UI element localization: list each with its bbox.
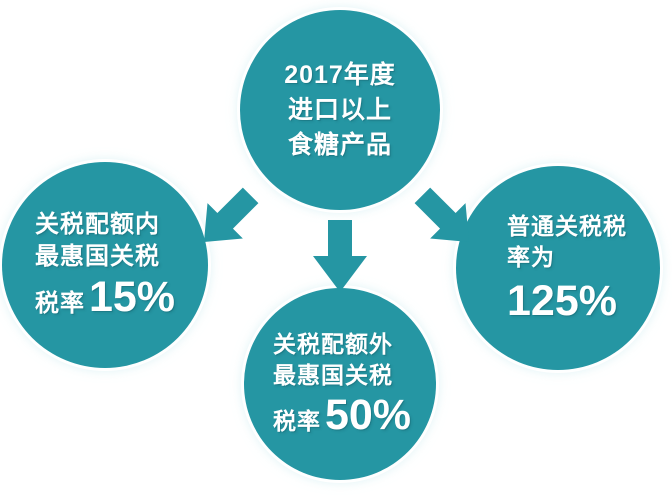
general-tariff-rate-value: 125% bbox=[507, 276, 617, 325]
arrow-down-left-icon bbox=[183, 178, 273, 258]
general-tariff-line-2: 率为 bbox=[507, 243, 555, 270]
source-line-2: 进口以上 bbox=[287, 95, 392, 124]
source-node: 2017年度 进口以上 食糖产品 bbox=[240, 10, 440, 210]
in-quota-line-1: 关税配额内 bbox=[34, 210, 160, 238]
general-tariff-node-text: 普通关税税 率为 125% bbox=[501, 211, 627, 326]
in-quota-rate-value: 15% bbox=[88, 272, 176, 321]
arrow-down-right-icon bbox=[400, 178, 490, 258]
in-quota-node: 关税配额内 最惠国关税 税率 15% bbox=[2, 162, 208, 368]
out-quota-rate-value: 50% bbox=[324, 390, 412, 439]
out-quota-node-text: 关税配额外 最惠国关税 税率 50% bbox=[269, 329, 411, 440]
out-quota-node: 关税配额外 最惠国关税 税率 50% bbox=[244, 288, 436, 480]
general-tariff-line-1: 普通关税税 bbox=[507, 212, 627, 239]
in-quota-rate-row: 税率 15% bbox=[34, 272, 176, 321]
in-quota-line-2: 最惠国关税 bbox=[34, 242, 160, 270]
source-node-text: 2017年度 进口以上 食糖产品 bbox=[284, 58, 396, 163]
general-tariff-node: 普通关税税 率为 125% bbox=[456, 166, 660, 370]
source-line-1: 2017年度 bbox=[284, 60, 396, 89]
source-line-3: 食糖产品 bbox=[287, 130, 392, 159]
general-tariff-rate-row: 125% bbox=[507, 276, 617, 325]
in-quota-rate-label: 税率 bbox=[34, 289, 85, 317]
in-quota-node-text: 关税配额内 最惠国关税 税率 15% bbox=[31, 209, 175, 322]
out-quota-rate-row: 税率 50% bbox=[272, 390, 412, 439]
out-quota-line-1: 关税配额外 bbox=[272, 330, 393, 357]
arrow-down-icon bbox=[305, 216, 375, 294]
out-quota-rate-label: 税率 bbox=[272, 407, 321, 434]
out-quota-line-2: 最惠国关税 bbox=[272, 361, 393, 388]
